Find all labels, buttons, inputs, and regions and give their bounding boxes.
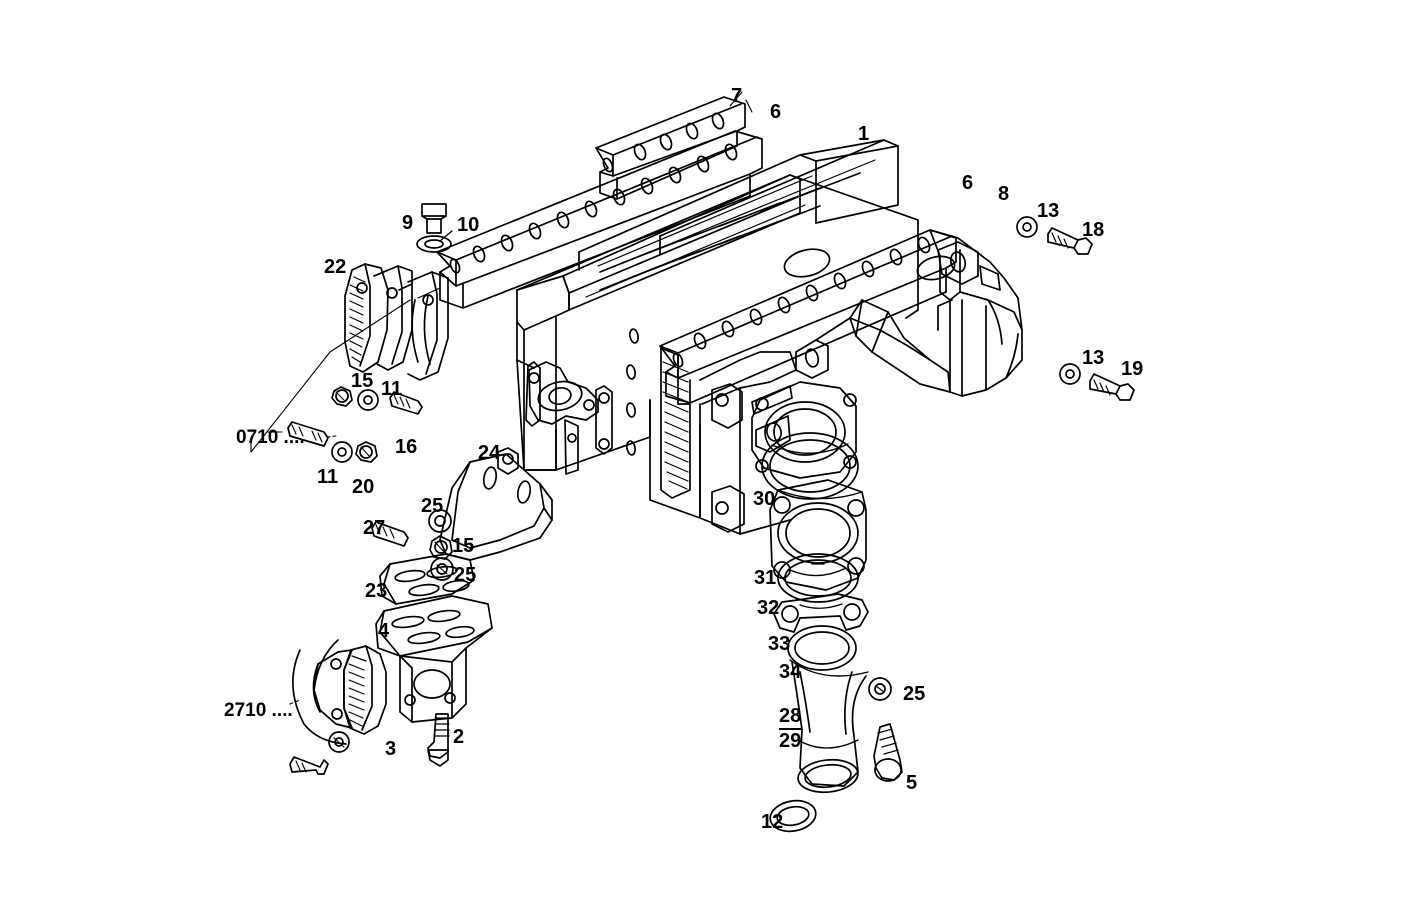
callout-25-a: 25: [421, 495, 444, 517]
callout-20: 20: [352, 476, 375, 498]
callout-30: 30: [753, 488, 776, 510]
fraction-divider: [779, 728, 802, 730]
callout-15-a: 15: [351, 370, 374, 392]
callout-9: 9: [402, 212, 414, 234]
callout-24: 24: [478, 442, 501, 464]
callout-13-b: 13: [1082, 347, 1105, 369]
callout-28-29: 28 29: [779, 705, 802, 752]
callout-15-b: 15: [452, 535, 475, 557]
callout-34: 34: [779, 661, 802, 683]
callout-25-c: 25: [903, 683, 926, 705]
reference-code-0710: 0710 ....: [236, 427, 305, 448]
callout-11-a: 11: [381, 378, 403, 400]
callout-27: 27: [363, 517, 386, 539]
callout-10: 10: [457, 214, 480, 236]
callout-11-b: 11: [317, 466, 339, 488]
callout-3: 3: [385, 738, 397, 760]
callout-33: 33: [768, 633, 791, 655]
callout-5: 5: [906, 772, 918, 794]
callout-29: 29: [779, 730, 802, 752]
callout-13-a: 13: [1037, 200, 1060, 222]
callout-32: 32: [757, 597, 780, 619]
callout-2: 2: [453, 726, 465, 748]
callout-22: 22: [324, 256, 347, 278]
callout-4: 4: [378, 620, 390, 642]
callout-6-a: 6: [770, 101, 782, 123]
callout-18: 18: [1082, 219, 1105, 241]
callout-28: 28: [779, 705, 802, 727]
callout-23: 23: [365, 580, 388, 602]
callout-7: 7: [731, 85, 743, 107]
callout-31: 31: [754, 567, 777, 589]
reference-code-2710: 2710 ....: [224, 700, 293, 721]
callout-25-b: 25: [454, 564, 477, 586]
callout-1: 1: [858, 123, 870, 145]
callout-6-b: 6: [962, 172, 974, 194]
callout-12: 12: [761, 811, 784, 833]
callout-8: 8: [998, 183, 1010, 205]
callout-19: 19: [1121, 358, 1144, 380]
callout-16: 16: [395, 436, 418, 458]
